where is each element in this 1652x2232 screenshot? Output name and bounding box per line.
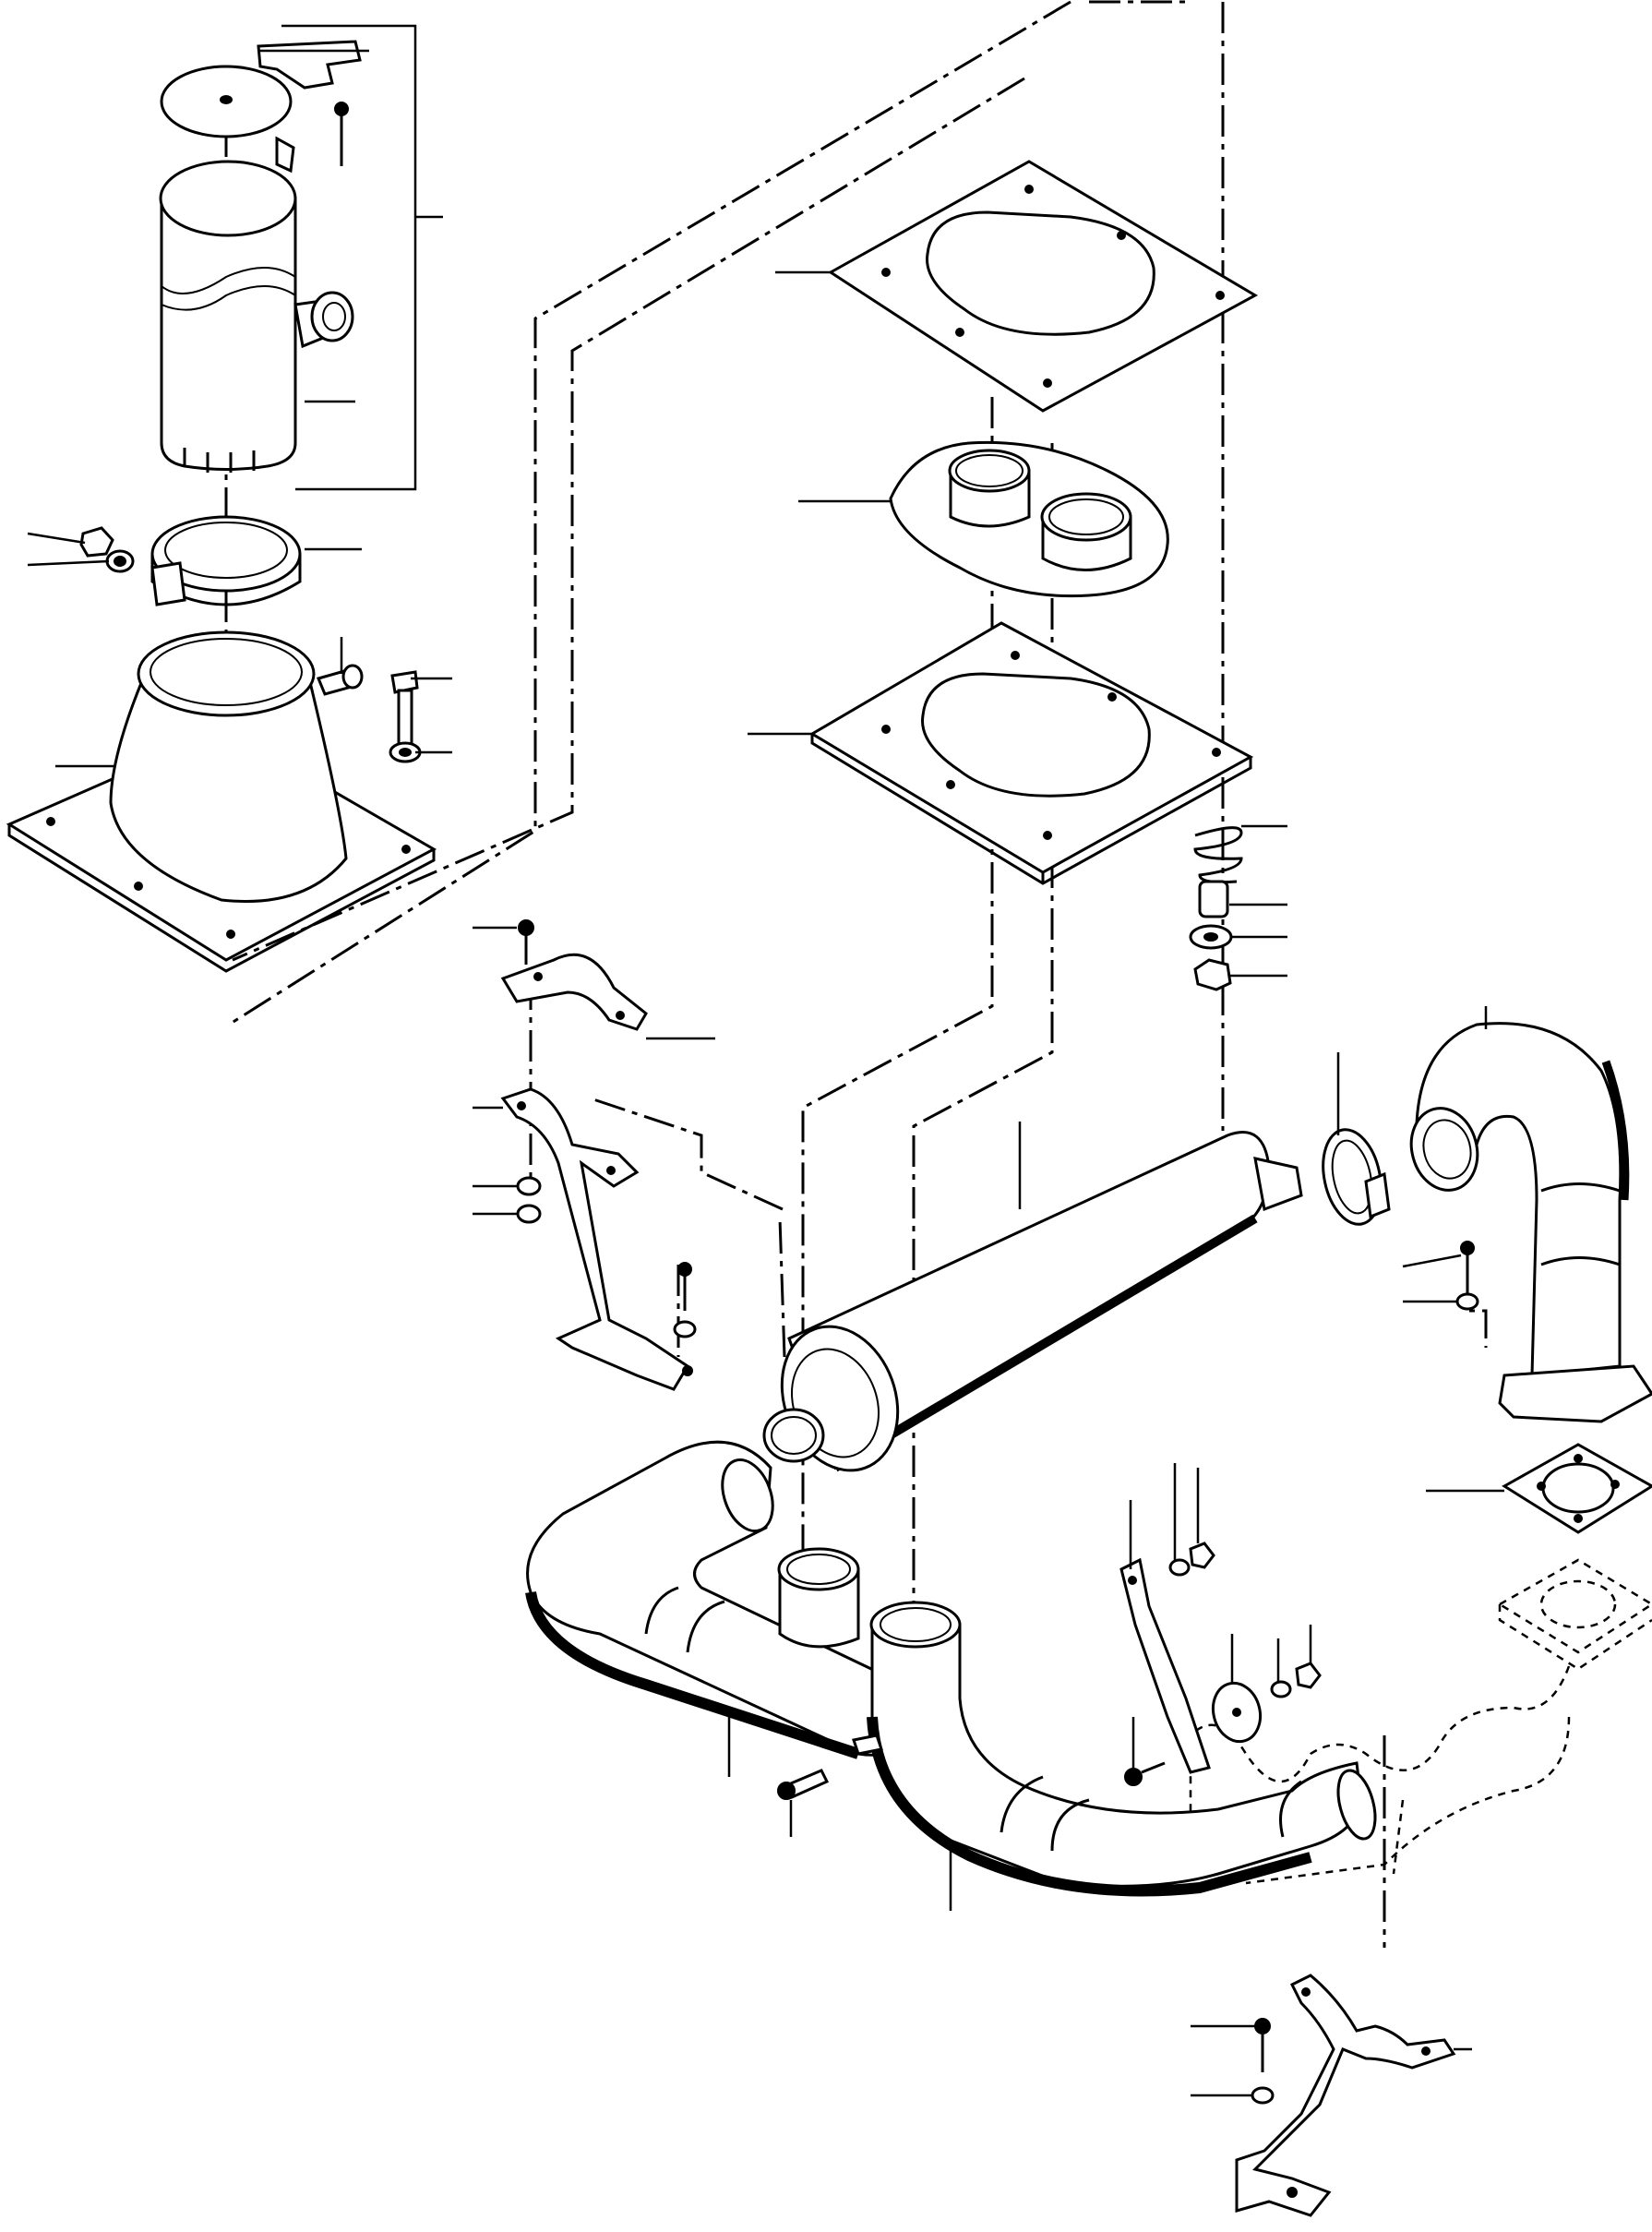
phantom-engine-outlet bbox=[1189, 1558, 1652, 1885]
spring bbox=[1193, 826, 1243, 884]
screw-small bbox=[334, 102, 349, 166]
muffler-support-bracket bbox=[500, 1087, 693, 1391]
lower-support-bracket bbox=[1235, 1974, 1456, 2217]
stack-clamp bbox=[150, 515, 302, 606]
heat-shield-bracket bbox=[1119, 1557, 1263, 1774]
leader-lines bbox=[27, 24, 1504, 2097]
muffler-upper-strap bbox=[500, 919, 648, 1031]
bracket-nuts-left bbox=[516, 1176, 542, 1224]
washer-right bbox=[1189, 924, 1233, 950]
y-pipe-right bbox=[867, 1601, 1377, 1897]
top-mounting-plate bbox=[828, 160, 1259, 413]
clamp-bolt bbox=[316, 664, 364, 696]
y-pipe-left bbox=[525, 1440, 916, 1759]
clamp-nuts bbox=[79, 526, 135, 573]
shield-nuts bbox=[1168, 1542, 1322, 1698]
base-bolt-washer bbox=[389, 670, 422, 763]
strap-clamp bbox=[1322, 1128, 1391, 1226]
tail-pipe-stack bbox=[159, 160, 354, 473]
shield-bolt bbox=[1124, 1761, 1166, 1786]
twin-pipe-flange-gasket bbox=[889, 440, 1169, 598]
elbow-pipe bbox=[1409, 1022, 1652, 1423]
rain-cap bbox=[160, 40, 362, 174]
adapter-base-plate bbox=[6, 630, 437, 973]
bracket-bolt-left bbox=[673, 1262, 697, 1338]
spacer bbox=[1198, 880, 1229, 918]
muffler bbox=[762, 1131, 1303, 1472]
elbow-bolt-washer bbox=[1455, 1241, 1479, 1311]
pipe-clamp-screw bbox=[777, 1734, 883, 1800]
lower-mounting-plate bbox=[809, 621, 1254, 885]
gasket bbox=[1502, 1443, 1652, 1534]
nut-right bbox=[1193, 958, 1232, 991]
lower-bolt-washer bbox=[1251, 2018, 1275, 2105]
